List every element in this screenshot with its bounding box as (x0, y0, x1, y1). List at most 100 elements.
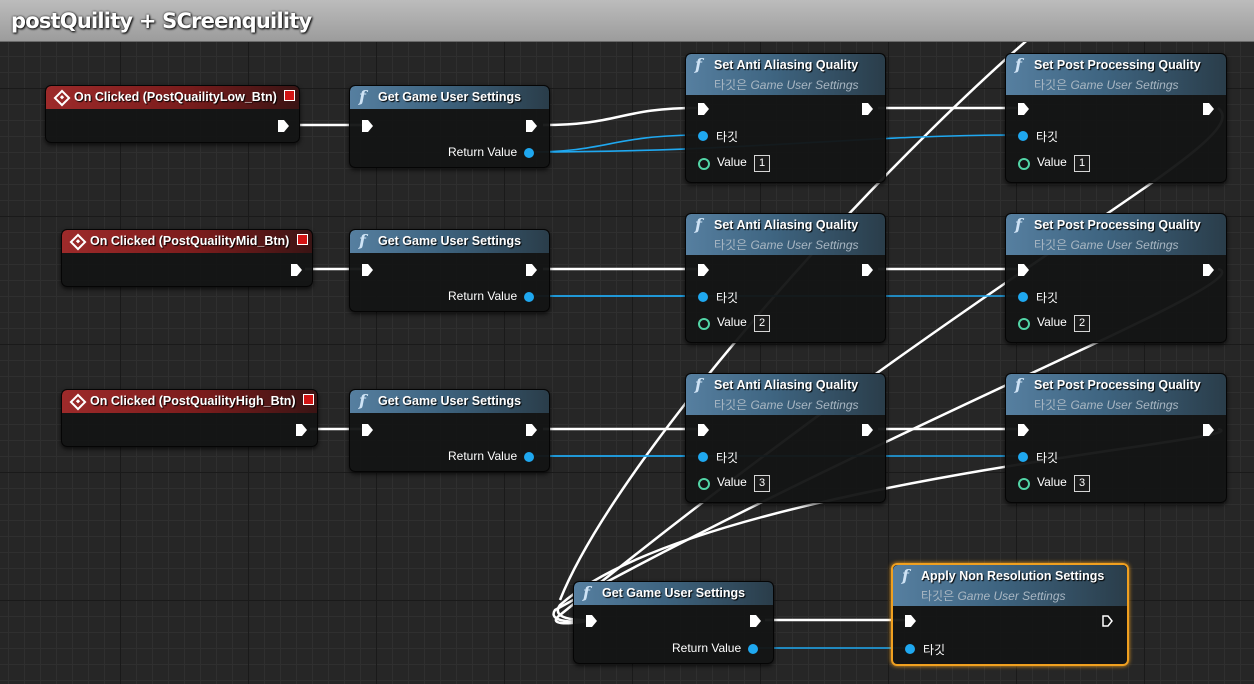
exec-input-pin[interactable] (1018, 103, 1029, 115)
node-subtitle: 타깃은 Game User Settings (1034, 398, 1179, 412)
return-value-pin[interactable] (748, 644, 758, 654)
exec-output-pin[interactable] (291, 264, 302, 276)
value-input[interactable]: 2 (754, 315, 770, 332)
value-label: Value (717, 155, 747, 169)
function-icon: f (1015, 55, 1022, 74)
exec-input-pin[interactable] (1018, 264, 1029, 276)
return-value-pin[interactable] (524, 292, 534, 302)
set-anti-aliasing-quality-node-low[interactable]: f Set Anti Aliasing Quality 타깃은 Game Use… (685, 53, 886, 183)
delegate-pin[interactable] (303, 394, 314, 405)
value-pin[interactable] (698, 158, 710, 170)
apply-non-resolution-settings-node[interactable]: f Apply Non Resolution Settings 타깃은 Game… (891, 563, 1129, 666)
node-title: On Clicked (PostQuailityMid_Btn) (90, 234, 290, 248)
return-value-pin[interactable] (524, 148, 534, 158)
exec-output-pin[interactable] (526, 264, 537, 276)
value-input[interactable]: 3 (1074, 475, 1090, 492)
exec-output-pin[interactable] (750, 615, 761, 627)
function-icon: f (583, 583, 590, 602)
exec-wire (542, 106, 698, 127)
value-input[interactable]: 3 (754, 475, 770, 492)
value-pin[interactable] (698, 318, 710, 330)
exec-input-pin[interactable] (362, 424, 373, 436)
node-title: Set Anti Aliasing Quality (714, 378, 859, 392)
exec-output-pin[interactable] (296, 424, 307, 436)
set-anti-aliasing-quality-node-high[interactable]: f Set Anti Aliasing Quality 타깃은 Game Use… (685, 373, 886, 503)
exec-input-pin[interactable] (362, 264, 373, 276)
exec-input-pin[interactable] (698, 424, 709, 436)
value-label: Value (1037, 315, 1067, 329)
function-icon: f (902, 566, 909, 585)
get-game-user-settings-node-low[interactable]: f Get Game User Settings Return Value (349, 85, 550, 168)
target-pin[interactable] (698, 131, 708, 141)
exec-output-pin[interactable] (862, 264, 873, 276)
exec-output-pin[interactable] (278, 120, 289, 132)
node-title: Get Game User Settings (378, 90, 522, 104)
exec-output-pin[interactable] (1203, 103, 1214, 115)
target-pin[interactable] (1018, 452, 1028, 462)
target-label: 타깃 (716, 291, 739, 305)
get-game-user-settings-node-apply[interactable]: f Get Game User Settings Return Value (573, 581, 774, 664)
exec-output-pin[interactable] (862, 103, 873, 115)
target-pin[interactable] (698, 452, 708, 462)
get-game-user-settings-node-mid[interactable]: f Get Game User Settings Return Value (349, 229, 550, 312)
get-game-user-settings-node-high[interactable]: f Get Game User Settings Return Value (349, 389, 550, 472)
set-post-processing-quality-node-mid[interactable]: f Set Post Processing Quality 타깃은 Game U… (1005, 213, 1227, 343)
return-value-label: Return Value (672, 641, 742, 655)
event-node-low[interactable]: On Clicked (PostQuailityLow_Btn) (45, 85, 300, 143)
function-icon: f (359, 87, 366, 106)
node-title: Set Anti Aliasing Quality (714, 218, 859, 232)
value-label: Value (717, 315, 747, 329)
target-pin[interactable] (1018, 292, 1028, 302)
exec-output-pin[interactable] (1203, 264, 1214, 276)
set-anti-aliasing-quality-node-mid[interactable]: f Set Anti Aliasing Quality 타깃은 Game Use… (685, 213, 886, 343)
target-pin[interactable] (905, 644, 915, 654)
exec-input-pin[interactable] (586, 615, 597, 627)
value-input[interactable]: 1 (1074, 155, 1090, 172)
target-pin[interactable] (698, 292, 708, 302)
function-icon: f (359, 231, 366, 250)
node-subtitle: 타깃은 Game User Settings (1034, 78, 1179, 92)
value-pin[interactable] (1018, 318, 1030, 330)
exec-output-pin[interactable] (1203, 424, 1214, 436)
value-input[interactable]: 2 (1074, 315, 1090, 332)
function-icon: f (359, 391, 366, 410)
node-subtitle: 타깃은 Game User Settings (1034, 238, 1179, 252)
comment-box-header[interactable]: postQuility + SCreenquility (0, 0, 1254, 42)
function-icon: f (695, 375, 702, 394)
target-label: 타깃 (716, 451, 739, 465)
set-post-processing-quality-node-low[interactable]: f Set Post Processing Quality 타깃은 Game U… (1005, 53, 1227, 183)
exec-input-pin[interactable] (698, 103, 709, 115)
value-input[interactable]: 1 (754, 155, 770, 172)
set-post-processing-quality-node-high[interactable]: f Set Post Processing Quality 타깃은 Game U… (1005, 373, 1227, 503)
node-title: Get Game User Settings (378, 234, 522, 248)
exec-input-pin[interactable] (698, 264, 709, 276)
node-title: On Clicked (PostQuailityLow_Btn) (74, 90, 277, 104)
return-value-label: Return Value (448, 449, 518, 463)
exec-output-pin[interactable] (526, 424, 537, 436)
function-icon: f (695, 215, 702, 234)
exec-output-pin[interactable] (526, 120, 537, 132)
event-node-high[interactable]: On Clicked (PostQuailityHigh_Btn) (61, 389, 318, 447)
return-value-pin[interactable] (524, 452, 534, 462)
exec-output-pin[interactable] (862, 424, 873, 436)
delegate-pin[interactable] (284, 90, 295, 101)
delegate-pin[interactable] (297, 234, 308, 245)
return-value-label: Return Value (448, 145, 518, 159)
target-label: 타깃 (1036, 451, 1059, 465)
exec-wire (554, 107, 1224, 625)
event-node-mid[interactable]: On Clicked (PostQuailityMid_Btn) (61, 229, 313, 287)
node-title: Set Post Processing Quality (1034, 58, 1201, 72)
value-pin[interactable] (698, 478, 710, 490)
node-title: Get Game User Settings (602, 586, 746, 600)
node-subtitle: 타깃은 Game User Settings (714, 238, 859, 252)
exec-input-pin[interactable] (1018, 424, 1029, 436)
function-icon: f (695, 55, 702, 74)
target-pin[interactable] (1018, 131, 1028, 141)
value-pin[interactable] (1018, 478, 1030, 490)
value-pin[interactable] (1018, 158, 1030, 170)
exec-output-pin[interactable] (1102, 615, 1113, 627)
exec-input-pin[interactable] (362, 120, 373, 132)
value-label: Value (1037, 475, 1067, 489)
exec-input-pin[interactable] (905, 615, 916, 627)
